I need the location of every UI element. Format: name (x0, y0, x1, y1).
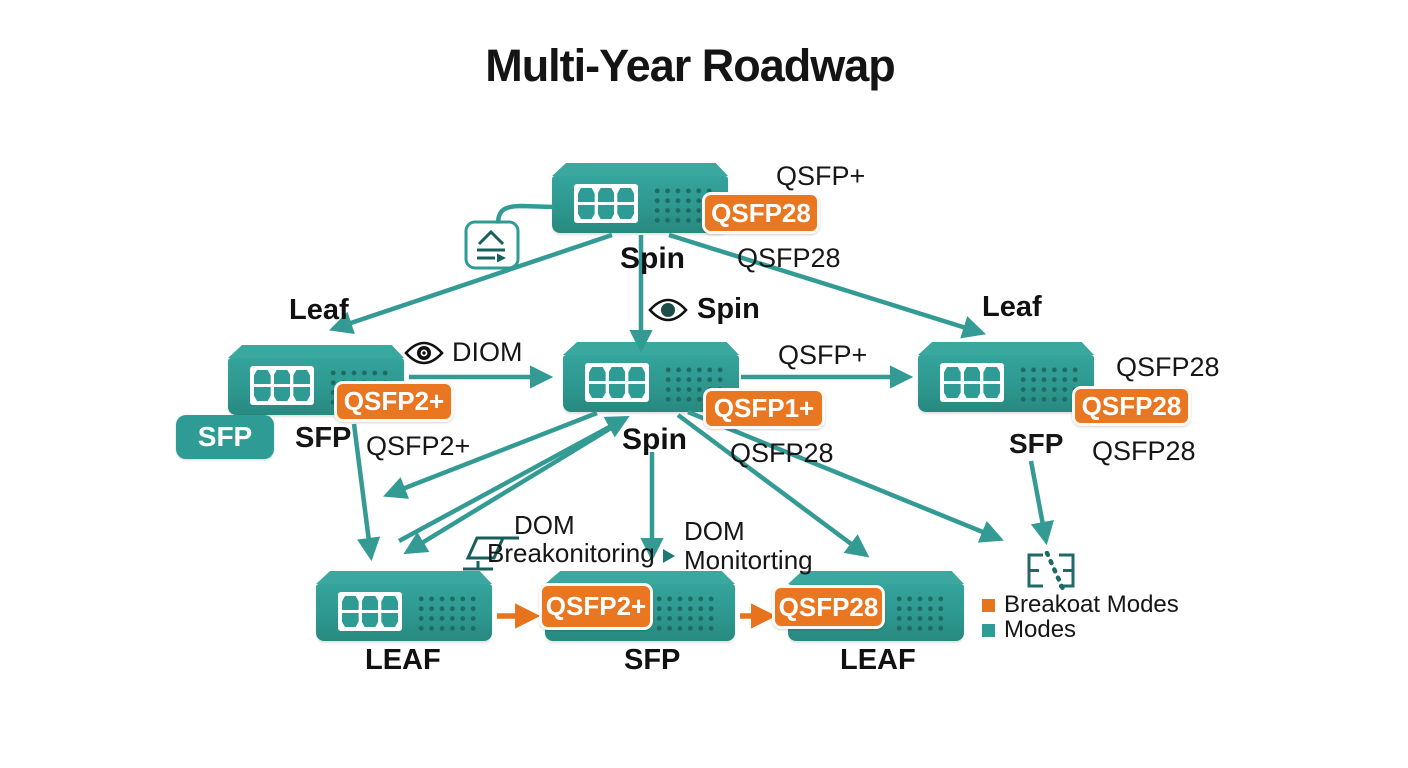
label-right-leaf: Leaf (982, 291, 1042, 323)
tag-qsfp28-top: QSFP28 (737, 243, 841, 273)
switch-dot-grid (652, 593, 715, 633)
legend-swatch-teal (982, 623, 995, 637)
badge-qsfp1plus-center-spine: QSFP1+ (703, 388, 825, 429)
tag-qsfpplus-center: QSFP+ (778, 340, 868, 370)
label-bottom-right-leaf: LEAF (840, 644, 916, 676)
tag-qsfp28-center: QSFP28 (730, 438, 834, 468)
label-center-spine: Spin (622, 423, 687, 456)
legend-label: Breakoat Modes (1004, 591, 1179, 618)
badge-qsfp2plus-bottom-center: QSFP2+ (539, 583, 653, 630)
label-left-leaf: Leaf (289, 294, 349, 326)
eye-icon (404, 341, 444, 364)
diom-label: DIOM (452, 337, 523, 367)
dom-monitoring-line2: Monitorting (684, 545, 813, 575)
switch-ports (574, 184, 638, 223)
tag-qsfp28-right-top: QSFP28 (1116, 352, 1220, 382)
switch-lid (918, 342, 1094, 355)
switch-right-leaf (918, 342, 1094, 413)
badge-sfp-left: SFP (176, 415, 274, 459)
eye-icon (648, 298, 688, 321)
switch-dot-grid (892, 593, 944, 633)
diom-annotation: DIOM (404, 337, 523, 368)
arrow-right-leaf-sfp-to-breakout-icon (1028, 460, 1054, 546)
spin-eye-label: Spin (697, 293, 760, 325)
switch-bottom-left-leaf (316, 571, 492, 642)
switch-lid (316, 571, 492, 584)
small-right-arrow-icon (661, 548, 677, 569)
page-title: Multi-Year Roadwap (485, 40, 896, 91)
tag-qsfp2plus-left-leaf: QSFP2+ (366, 431, 471, 461)
switch-face (918, 355, 1094, 412)
switch-dot-grid (1016, 364, 1079, 404)
switch-lid (552, 163, 728, 176)
badge-qsfp2plus-left-leaf: QSFP2+ (334, 381, 454, 422)
spin-eye-annotation: Spin (648, 293, 760, 326)
legend-item-breakout-modes: Breakoat Modes (982, 591, 1179, 619)
switch-ports (585, 363, 649, 402)
switch-top-spine (552, 163, 728, 234)
switch-lid (228, 345, 404, 358)
switch-lid (563, 342, 739, 355)
legend-label: Modes (1004, 616, 1077, 643)
switch-ports (250, 366, 314, 405)
switch-lid (545, 571, 735, 584)
badge-qsfp28-right-leaf: QSFP28 (1072, 386, 1191, 426)
dom-breakout-line2: Breakonitoring (487, 538, 655, 568)
badge-qsfp28-top-spine: QSFP28 (702, 192, 820, 234)
dom-breakout-line1: DOM (514, 510, 575, 540)
switch-lid (788, 571, 964, 584)
breakout-modes-icon (1022, 550, 1080, 596)
switch-ports (940, 363, 1004, 402)
switch-face (316, 584, 492, 641)
switch-ports (338, 592, 402, 631)
switch-face (552, 176, 728, 233)
switch-dot-grid (414, 593, 477, 633)
label-top-spine: Spin (620, 242, 685, 275)
tag-qsfpplus-top: QSFP+ (776, 161, 866, 191)
legend-item-modes: Modes (982, 616, 1076, 644)
tag-sfp-right-leaf: SFP (1009, 428, 1064, 459)
tag-sfp-left-leaf: SFP (295, 422, 352, 454)
dom-monitoring-line1: DOM (684, 516, 745, 546)
badge-qsfp28-bottom-right: QSFP28 (772, 585, 885, 629)
legend-swatch-orange (982, 598, 995, 612)
label-bottom-left-leaf: LEAF (365, 644, 441, 676)
transceiver-eject-icon (464, 220, 520, 275)
label-bottom-center-sfp: SFP (624, 644, 681, 676)
tag-qsfp28-right-bottom: QSFP28 (1092, 436, 1196, 466)
